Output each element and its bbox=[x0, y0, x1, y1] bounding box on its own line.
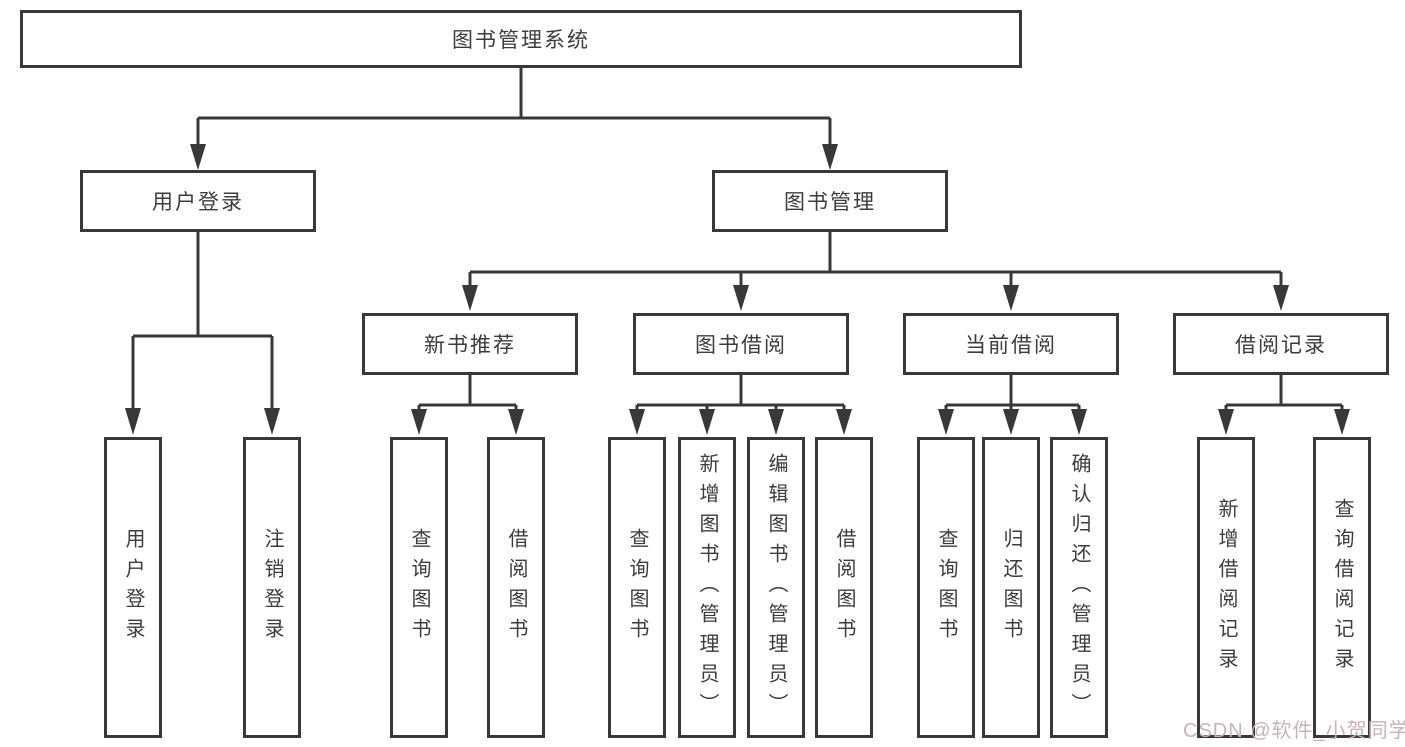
csdn-watermark: CSDN @软件_小贺同学 bbox=[1183, 720, 1405, 742]
node-library-management-system: 图书管理系统 bbox=[20, 10, 1022, 68]
node-book-management: 图书管理 bbox=[712, 170, 948, 232]
leaf-records-add-borrow-record: 新增借阅记录 bbox=[1197, 437, 1255, 738]
leaf-current-return-books: 归还图书 bbox=[982, 437, 1040, 738]
leaf-borrowing-query-books: 查询图书 bbox=[608, 437, 666, 738]
leaf-logout: 注销登录 bbox=[243, 437, 301, 738]
leaf-newbooks-borrow-books: 借阅图书 bbox=[487, 437, 545, 738]
leaf-records-query-borrow-record: 查询借阅记录 bbox=[1313, 437, 1371, 738]
leaf-current-query-books: 查询图书 bbox=[917, 437, 975, 738]
leaf-newbooks-query-books: 查询图书 bbox=[390, 437, 448, 738]
node-user-login: 用户登录 bbox=[80, 170, 316, 232]
node-current-borrowing: 当前借阅 bbox=[903, 313, 1119, 375]
leaf-borrowing-add-books-admin: 新增图书（管理员） bbox=[678, 437, 736, 738]
node-book-borrowing: 图书借阅 bbox=[633, 313, 849, 375]
node-borrowing-records: 借阅记录 bbox=[1173, 313, 1389, 375]
node-new-book-recommendation: 新书推荐 bbox=[362, 313, 578, 375]
leaf-user-login: 用户登录 bbox=[104, 437, 162, 738]
leaf-borrowing-edit-books-admin: 编辑图书（管理员） bbox=[747, 437, 805, 738]
leaf-current-confirm-return-admin: 确认归还（管理员） bbox=[1050, 437, 1108, 738]
leaf-borrowing-borrow-books: 借阅图书 bbox=[815, 437, 873, 738]
